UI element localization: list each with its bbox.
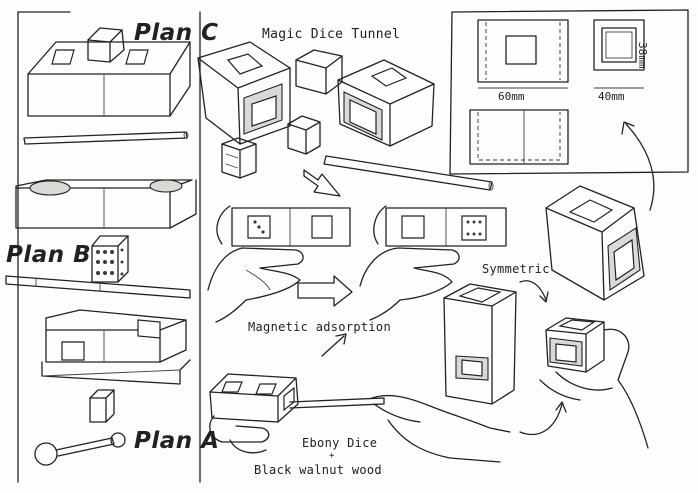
material-plus: + bbox=[329, 451, 335, 461]
plan-c-block-sketch bbox=[27, 41, 191, 117]
dimension-length: 60mm bbox=[498, 90, 525, 103]
small-tunnel-in-hand bbox=[539, 317, 649, 449]
tall-tunnel bbox=[443, 283, 517, 405]
tunnel-cube-top-left bbox=[197, 41, 291, 145]
material-line-1: Ebony Dice bbox=[302, 436, 378, 450]
magnetic-adsorption-label: Magnetic adsorption bbox=[248, 320, 391, 334]
plan-c-die-on-top bbox=[87, 27, 125, 63]
material-line-2: Black walnut wood bbox=[254, 463, 382, 477]
tunnel-block-lying bbox=[337, 59, 435, 147]
orthographic-frame bbox=[449, 9, 689, 175]
symmetric-label: Symmetric bbox=[482, 262, 550, 276]
page-title: Magic Dice Tunnel bbox=[262, 27, 401, 42]
plan-a-block-sketch bbox=[41, 309, 191, 385]
plan-a-die bbox=[89, 389, 115, 423]
loose-die-1 bbox=[287, 115, 321, 155]
plan-b-block-sketch bbox=[15, 179, 197, 229]
dimension-width: 40mm bbox=[598, 90, 625, 103]
plan-a-magnet-pin bbox=[34, 432, 126, 466]
block-in-hand-left bbox=[207, 205, 351, 323]
plan-c-label: Plan C bbox=[134, 20, 219, 46]
plan-b-label: Plan B bbox=[6, 242, 92, 268]
block-with-rod bbox=[209, 373, 385, 454]
small-cube-top bbox=[295, 49, 343, 95]
left-plans-frame bbox=[17, 11, 201, 483]
plan-b-die bbox=[91, 235, 129, 283]
hollow-arrow-right bbox=[297, 275, 353, 307]
loose-die-2 bbox=[221, 137, 257, 179]
long-rod-center bbox=[323, 155, 494, 191]
plan-a-label: Plan A bbox=[134, 428, 220, 454]
curved-arrows bbox=[519, 121, 655, 436]
top-view-sketch bbox=[469, 109, 569, 165]
small-arrow-up bbox=[321, 333, 347, 357]
large-open-cube bbox=[545, 185, 645, 301]
front-view-60mm bbox=[477, 19, 569, 89]
plan-c-rod bbox=[23, 131, 189, 145]
side-view-40mm bbox=[593, 19, 645, 89]
plan-b-bar bbox=[5, 275, 191, 299]
pushing-hand bbox=[371, 394, 511, 463]
hollow-arrow-down bbox=[303, 169, 341, 197]
block-in-hand-right bbox=[359, 205, 507, 321]
dimension-height: 38mm bbox=[636, 42, 649, 69]
